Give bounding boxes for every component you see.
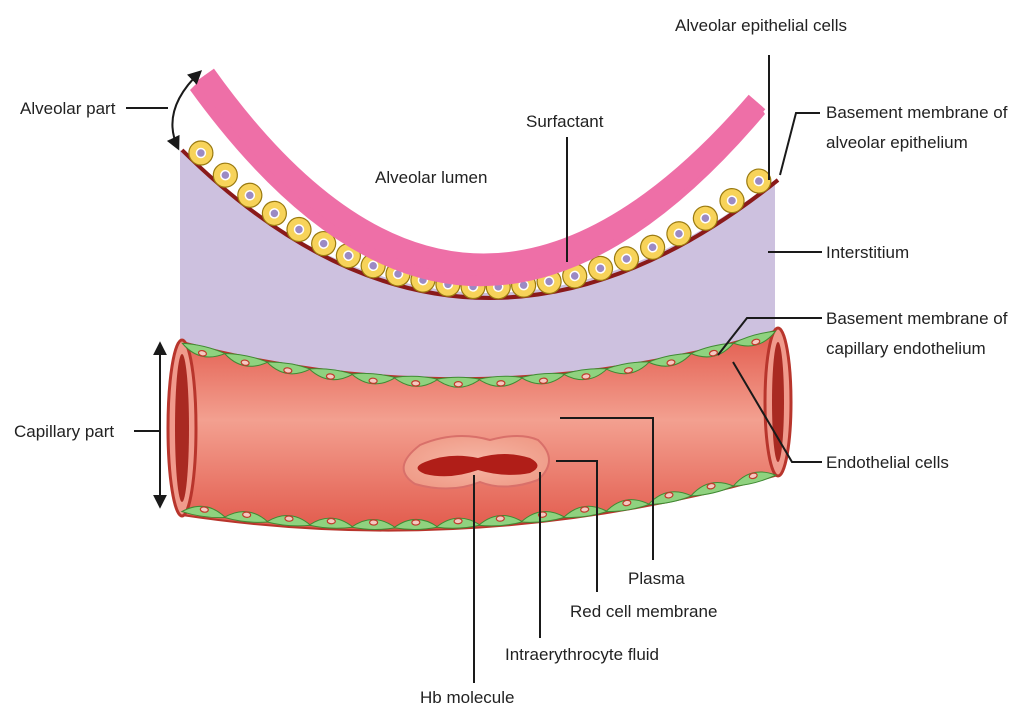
label-basement-capillary-line2: capillary endothelium [826, 339, 986, 358]
label-interstitium: Interstitium [826, 243, 909, 262]
label-alveolar-lumen: Alveolar lumen [375, 168, 487, 187]
red-blood-cell [404, 436, 549, 489]
label-intraerythrocyte-fluid: Intraerythrocyte fluid [505, 645, 659, 664]
leader-basement-alveolar [780, 113, 820, 175]
label-hb-molecule: Hb molecule [420, 688, 515, 707]
alveolar-part-arrow [172, 72, 200, 148]
label-basement-capillary-line1: Basement membrane of [826, 309, 1008, 328]
label-red-cell-membrane: Red cell membrane [570, 602, 717, 621]
label-basement-alveolar-line1: Basement membrane of [826, 103, 1008, 122]
label-surfactant: Surfactant [526, 112, 604, 131]
label-endothelial-cells: Endothelial cells [826, 453, 949, 472]
label-capillary-part: Capillary part [14, 422, 114, 441]
label-alveolar-part: Alveolar part [20, 99, 116, 118]
label-plasma: Plasma [628, 569, 685, 588]
label-basement-alveolar-line2: alveolar epithelium [826, 133, 968, 152]
label-alveolar-epithelial-cells: Alveolar epithelial cells [675, 16, 847, 35]
